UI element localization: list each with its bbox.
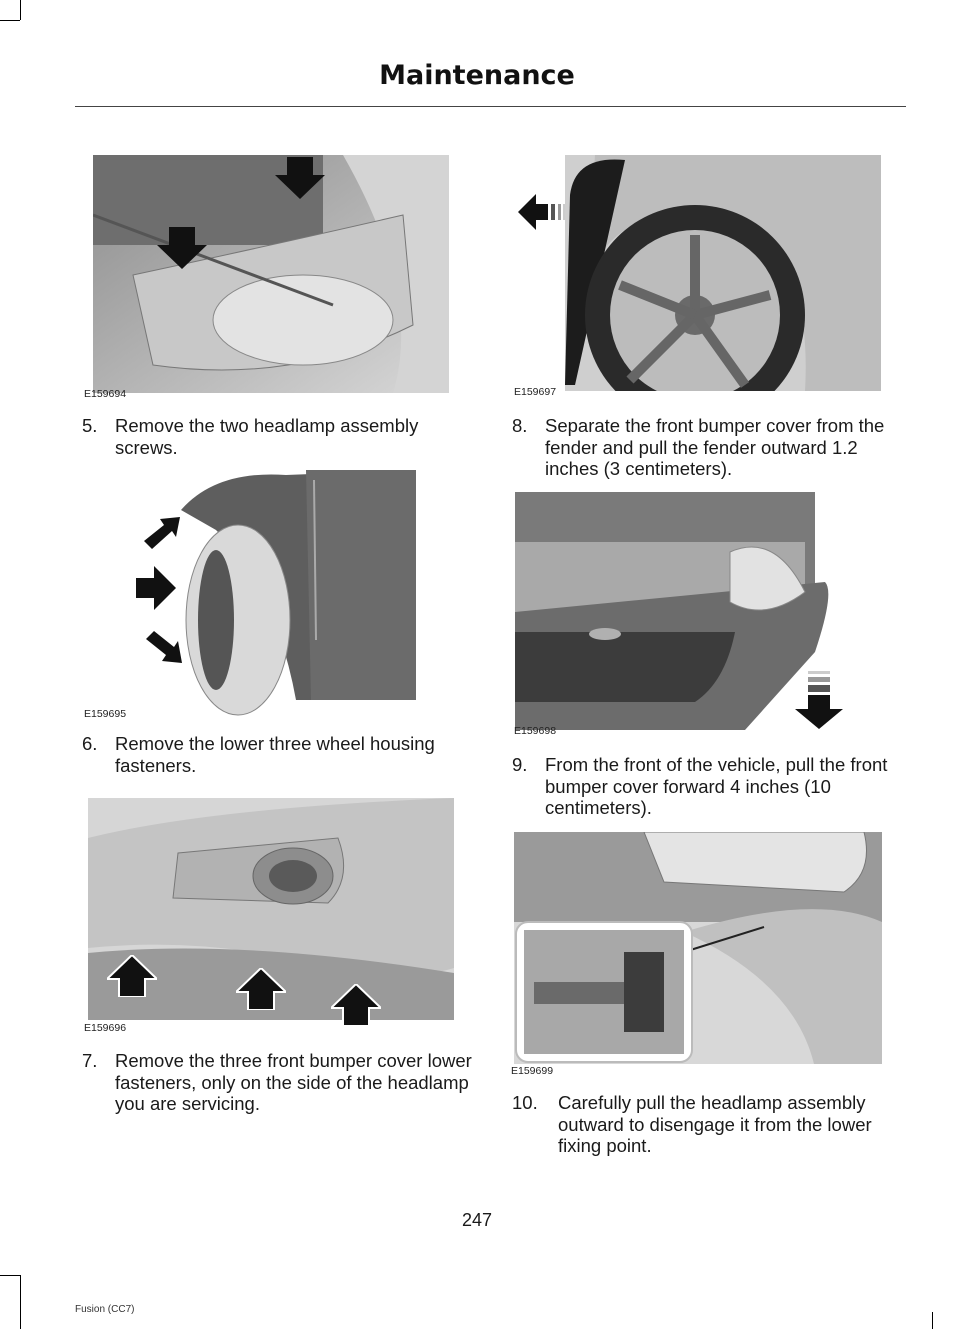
step-text: Remove the two headlamp assembly screws. — [115, 415, 419, 458]
crop-mark — [0, 1275, 20, 1276]
step-9: 9. From the front of the vehicle, pull t… — [512, 754, 904, 820]
up-arrow-icon — [331, 984, 381, 1026]
figure-headlamp-screws — [93, 155, 449, 393]
page-number: 247 — [461, 1210, 493, 1230]
figure-code: E159695 — [84, 708, 127, 720]
step-10: 10. Carefully pull the headlamp assembly… — [512, 1092, 904, 1158]
crop-mark — [20, 1275, 21, 1329]
figure-fender-separation — [565, 155, 881, 391]
figure-headlamp-fixing-point — [514, 832, 882, 1064]
figure-wheel-housing-fasteners — [176, 470, 416, 720]
crop-mark — [932, 1312, 933, 1329]
step-number: 8. — [512, 415, 528, 436]
step-number: 5. — [82, 415, 98, 436]
figure-code: E159696 — [84, 1022, 127, 1034]
right-arrow-icon — [136, 566, 176, 610]
footer-model: Fusion (CC7) — [75, 1304, 135, 1315]
step-number: 9. — [512, 754, 528, 775]
step-number: 10. — [512, 1092, 538, 1113]
header-divider — [75, 106, 906, 107]
figure-code: E159698 — [514, 725, 557, 737]
up-arrow-icon — [107, 955, 157, 997]
left-arrow-icon — [518, 194, 566, 230]
step-7: 7. Remove the three front bumper cover l… — [82, 1050, 474, 1116]
figure-code: E159699 — [511, 1065, 554, 1077]
step-text: From the front of the vehicle, pull the … — [545, 754, 888, 818]
step-5: 5. Remove the two headlamp assembly scre… — [82, 415, 472, 459]
right-arrow-icon — [146, 625, 184, 665]
step-text: Carefully pull the headlamp assembly out… — [558, 1092, 872, 1156]
step-text: Separate the front bumper cover from the… — [545, 415, 885, 479]
step-6: 6. Remove the lower three wheel housing … — [82, 733, 472, 777]
down-arrow-icon — [157, 227, 207, 269]
crop-mark — [20, 0, 21, 20]
figure-code: E159697 — [514, 386, 557, 398]
crop-mark — [0, 20, 20, 21]
step-number: 6. — [82, 733, 98, 754]
down-arrow-icon — [275, 157, 325, 199]
down-arrow-icon — [795, 671, 843, 729]
up-arrow-icon — [236, 968, 286, 1010]
figure-code: E159694 — [84, 388, 127, 400]
step-number: 7. — [82, 1050, 98, 1071]
page-title: Maintenance — [379, 60, 575, 91]
figure-bumper-lower-fasteners — [88, 798, 454, 1020]
right-arrow-icon — [144, 515, 182, 555]
step-text: Remove the three front bumper cover lowe… — [115, 1050, 472, 1114]
figure-bumper-forward — [515, 492, 833, 732]
step-8: 8. Separate the front bumper cover from … — [512, 415, 904, 481]
step-text: Remove the lower three wheel housing fas… — [115, 733, 435, 776]
